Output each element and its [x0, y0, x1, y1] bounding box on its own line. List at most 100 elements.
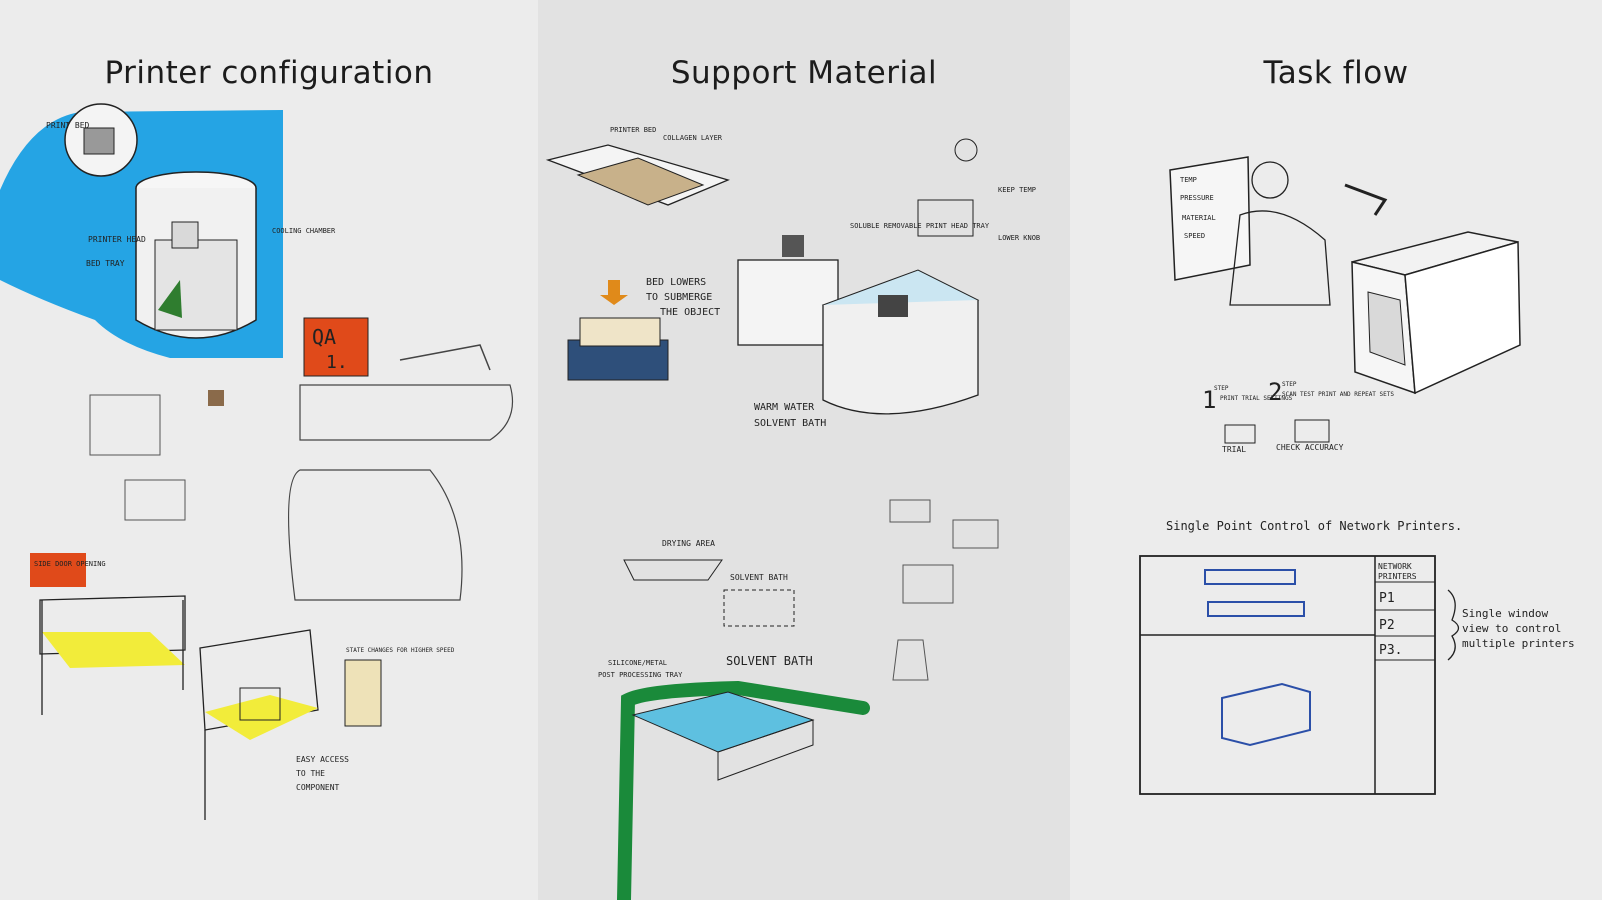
table-2-frame: [199, 629, 319, 731]
note-solvent-bath-3: SOLVENT BATH: [726, 654, 813, 668]
note-cooling-chamber: COOLING CHAMBER: [272, 227, 336, 235]
panel-printer-configuration: PRINT BED PRINTER HEAD BED TRAY COOLING …: [0, 0, 538, 900]
note-side-door: SIDE DOOR OPENING: [34, 560, 106, 568]
note-bed-lowers-1: BED LOWERS: [646, 277, 706, 288]
machine-body: [737, 259, 839, 346]
qa-number: 1.: [326, 352, 348, 373]
curved-arrow: [1344, 183, 1388, 216]
solvent-bath-box: [723, 589, 795, 627]
small-sketch-2: [124, 479, 186, 521]
note-soluble-tray: SOLUBLE REMOVABLE PRINT HEAD TRAY: [850, 222, 990, 230]
note-step-2: STEP: [1282, 381, 1297, 388]
note-pressure: PRESSURE: [1180, 194, 1214, 202]
control-panel-sketch: [344, 659, 382, 727]
panel-support-material: PRINTER BED COLLAGEN LAYER BED LOWERS TO…: [538, 0, 1070, 900]
note-p3: P3.: [1379, 643, 1402, 658]
panel-task-flow: TEMP PRESSURE MATERIAL SPEED 1 STEP PRIN…: [1070, 0, 1602, 900]
yellow-surface-2: [205, 695, 318, 740]
note-network-1: NETWORK: [1378, 562, 1412, 571]
station-arm: [399, 344, 491, 371]
printer-configuration-sketches: PRINT BED PRINTER HEAD BED TRAY COOLING …: [0, 103, 514, 820]
note-bed-lowers-3: THE OBJECT: [660, 307, 720, 318]
small-sketch-d: [892, 639, 929, 681]
note-trial: TRIAL: [1222, 445, 1246, 454]
orange-arrow: [600, 280, 628, 305]
blue-field-2: [1207, 601, 1305, 617]
zoom-bed: [83, 127, 115, 155]
note-single-window-2: view to control: [1462, 622, 1561, 635]
note-single-point: Single Point Control of Network Printers…: [1166, 519, 1462, 533]
note-silicone-2: POST PROCESSING TRAY: [598, 671, 683, 679]
blue-field-1: [1204, 569, 1296, 585]
note-print-bed: PRINT BED: [46, 121, 90, 130]
brace: [1447, 589, 1460, 661]
note-step-1-desc: PRINT TRIAL SETTINGS: [1220, 395, 1293, 402]
task-flow-sketches: TEMP PRESSURE MATERIAL SPEED 1 STEP PRIN…: [1139, 156, 1575, 795]
small-sketch-c: [902, 564, 954, 604]
note-single-window-1: Single window: [1462, 607, 1548, 620]
machine-head: [782, 235, 804, 257]
trial-box: [1224, 424, 1256, 444]
note-printer-head: PRINTER HEAD: [88, 235, 146, 244]
solvent-tray-side: [717, 719, 814, 781]
note-solvent-bath-2: SOLVENT BATH: [730, 573, 788, 582]
small-sketch-a: [889, 499, 931, 523]
yellow-surface-1: [42, 632, 185, 668]
small-swatch: [208, 390, 224, 406]
table-2-part: [239, 687, 281, 721]
note-network-2: PRINTERS: [1378, 572, 1417, 581]
station-base: [287, 469, 463, 601]
chamber-inner: [154, 239, 238, 331]
note-lower-knob: LOWER KNOB: [998, 234, 1040, 242]
note-drying-area: DRYING AREA: [662, 539, 715, 548]
note-step-1: STEP: [1214, 385, 1229, 392]
note-p1: P1: [1379, 591, 1395, 606]
bath-base: [567, 339, 669, 381]
note-single-window-3: multiple printers: [1462, 637, 1575, 650]
table-1-frame: [39, 595, 186, 655]
note-bed-lowers-2: TO SUBMERGE: [646, 292, 712, 303]
person-box: [917, 199, 974, 237]
note-speed: SPEED: [1184, 232, 1205, 240]
printer-head-block: [171, 221, 199, 249]
settings-monitor: [1169, 156, 1251, 281]
support-material-sketches: PRINTER BED COLLAGEN LAYER BED LOWERS TO…: [545, 126, 1040, 900]
note-printer-bed: PRINTER BED: [610, 126, 656, 134]
small-sketch-1: [89, 394, 161, 456]
bath-tray: [579, 317, 661, 347]
note-step-2-desc: SCAN TEST PRINT AND REPEAT SETS: [1282, 391, 1394, 398]
step-2-number: 2: [1268, 378, 1282, 406]
panel-title: Support Material: [670, 54, 938, 91]
operator-head: [1251, 161, 1289, 199]
green-marker-outline: [617, 680, 870, 900]
side-door-tag: [30, 553, 86, 587]
station-top: [299, 384, 514, 441]
note-state-changes: STATE CHANGES FOR HIGHER SPEED: [346, 647, 455, 654]
operator-body: [1229, 210, 1331, 306]
panel-title: Printer configuration: [104, 54, 434, 91]
qa-label: QA: [312, 325, 336, 349]
small-sketch-b: [952, 519, 999, 549]
step-1-number: 1: [1202, 386, 1216, 414]
person-head: [954, 138, 978, 162]
note-warm-water: WARM WATER: [754, 402, 815, 413]
note-silicone-1: SILICONE/METAL: [608, 659, 667, 667]
note-keep-temp: KEEP TEMP: [998, 186, 1036, 194]
drying-basket: [623, 559, 723, 581]
note-collagen-layer: COLLAGEN LAYER: [663, 134, 723, 142]
note-bed-tray: BED TRAY: [86, 259, 125, 268]
note-solvent-bath: SOLVENT BATH: [754, 418, 826, 429]
printer-box-window: [1367, 291, 1406, 366]
qa-tag: [303, 317, 369, 377]
control-screen: [1139, 555, 1436, 795]
blue-cube: [1221, 682, 1311, 747]
note-material: MATERIAL: [1182, 214, 1216, 222]
collagen-layer: [576, 157, 705, 206]
note-to-the: TO THE: [296, 769, 325, 778]
green-part: [158, 280, 182, 318]
water-tank: [822, 300, 979, 415]
panel-title: Task flow: [1263, 54, 1409, 91]
printer-box-side: [1404, 241, 1521, 395]
note-check: CHECK ACCURACY: [1276, 443, 1344, 452]
